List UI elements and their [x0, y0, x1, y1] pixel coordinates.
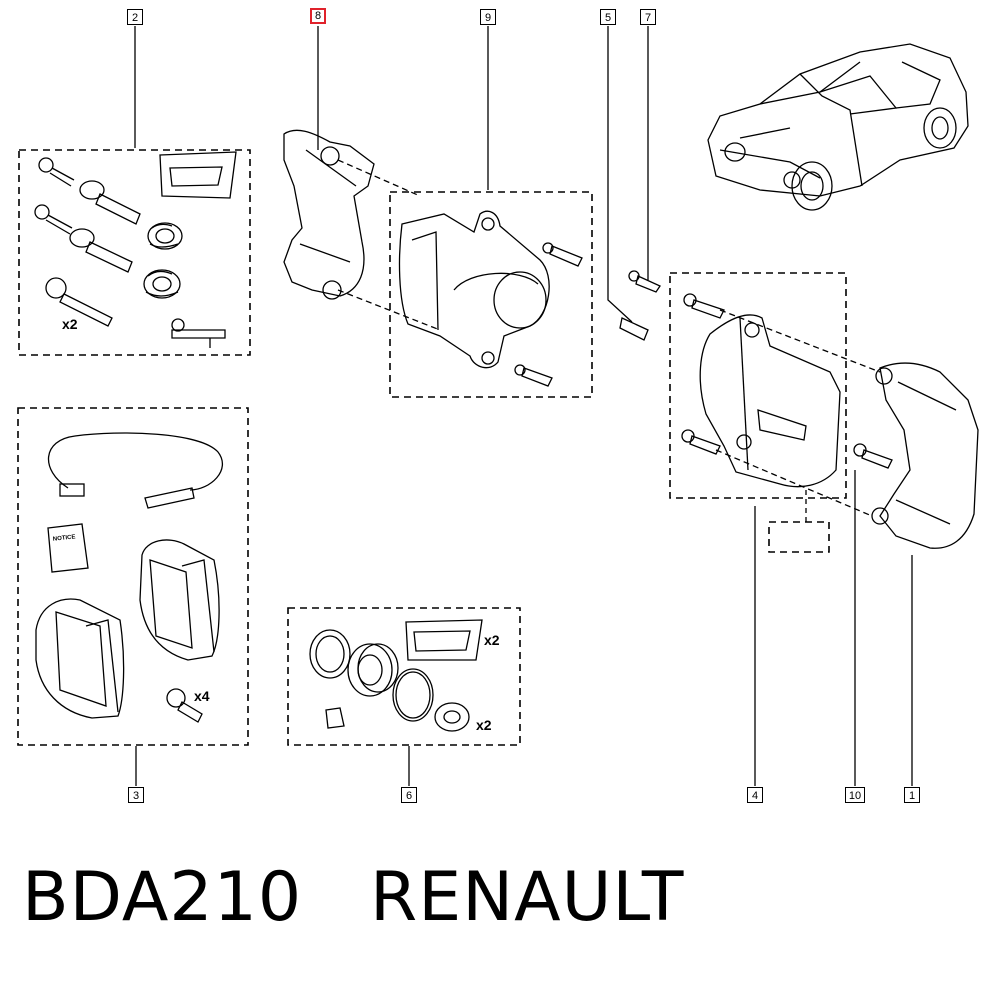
kit-box-small [768, 521, 830, 553]
grease-sachet-icon [159, 151, 237, 199]
callout-4: 4 [747, 787, 763, 803]
notice-booklet-label: NOTICE [53, 534, 76, 542]
guide-bolt-icon [38, 157, 75, 187]
sensor-clip-icon [171, 318, 226, 348]
rubber-bush-icon [434, 702, 470, 732]
kit-box-6 [287, 607, 521, 746]
notice-booklet-icon [47, 523, 89, 573]
quantity-label: x4 [194, 688, 210, 704]
callout-7: 7 [640, 9, 656, 25]
piston-seal-ring-icon [309, 629, 351, 679]
bolt-icon [853, 443, 893, 469]
o-ring-icon [392, 668, 434, 722]
callout-8: 8 [310, 8, 326, 24]
quantity-label: x2 [62, 316, 78, 332]
bolt-icon [514, 364, 553, 387]
rubber-boot-icon [147, 222, 183, 250]
kit-box-2 [18, 149, 251, 356]
brand-name: RENAULT [369, 858, 685, 937]
callout-2: 2 [127, 9, 143, 25]
brake-pad-set-icon [139, 539, 220, 661]
bolt-icon [683, 293, 725, 319]
bleed-nipple-icon [325, 707, 345, 729]
caliper-bracket-icon [283, 129, 375, 300]
bolt-icon [166, 688, 203, 723]
quantity-label: x2 [476, 717, 492, 733]
callout-1: 1 [904, 787, 920, 803]
page-title: BDA210 RENAULT [22, 858, 684, 937]
bolt-icon [628, 270, 661, 293]
callout-6: 6 [401, 787, 417, 803]
callout-10: 10 [845, 787, 865, 803]
brake-pad-set-icon [35, 598, 125, 719]
car-illustration-icon [707, 43, 969, 211]
guide-pin-icon [69, 228, 133, 273]
guide-pin-icon [79, 180, 141, 225]
bolt-icon [681, 429, 721, 455]
bleed-screw-icon [619, 317, 649, 341]
kit-box-4 [669, 272, 847, 499]
caliper-bracket-icon [871, 362, 979, 549]
brake-caliper-icon [398, 210, 550, 369]
part-code: BDA210 [22, 858, 303, 937]
bolt-icon [542, 242, 583, 267]
grease-sachet-icon [405, 619, 483, 661]
guide-bolt-icon [34, 204, 73, 235]
callout-9: 9 [480, 9, 496, 25]
brake-caliper-icon [699, 314, 841, 488]
callout-3: 3 [128, 787, 144, 803]
callout-5: 5 [600, 9, 616, 25]
kit-box-3 [17, 407, 249, 746]
guide-bolt-icon [45, 277, 113, 327]
quantity-label: x2 [484, 632, 500, 648]
wear-sensor-cable-icon [47, 432, 224, 509]
kit-box-9 [389, 191, 593, 398]
leader-line-5 [607, 26, 633, 323]
rubber-boot-icon [143, 269, 181, 299]
dust-seal-icon [347, 643, 399, 697]
